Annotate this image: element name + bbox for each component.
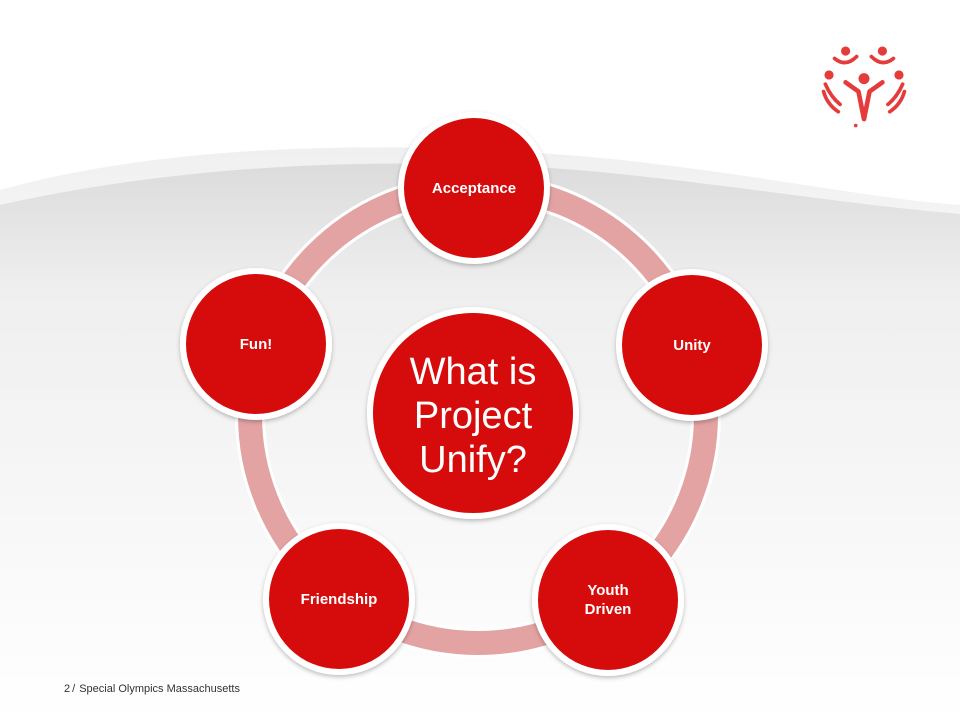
- node-unity: Unity: [616, 269, 768, 421]
- node-fun: Fun!: [180, 268, 332, 420]
- node-friendship: Friendship: [263, 523, 415, 675]
- center-node: What is Project Unify?: [367, 307, 579, 519]
- node-friendship-label: Friendship: [301, 591, 378, 608]
- special-olympics-logo-icon: [821, 46, 907, 128]
- node-unity-label: Unity: [673, 337, 711, 354]
- footer-separator: /: [72, 683, 76, 695]
- center-line-3: Unify?: [419, 439, 527, 481]
- node-youth-driven: Youth Driven: [532, 524, 684, 676]
- node-acceptance-label: Acceptance: [432, 180, 516, 197]
- footer: 2/Special Olympics Massachusetts: [64, 683, 240, 695]
- organization-name: Special Olympics Massachusetts: [79, 683, 240, 695]
- node-acceptance: Acceptance: [398, 112, 550, 264]
- center-line-2: Project: [414, 395, 533, 437]
- node-fun-label: Fun!: [240, 336, 272, 353]
- page-number: 2: [64, 683, 71, 695]
- center-line-1: What is: [410, 351, 537, 393]
- node-youth-driven-label-2: Driven: [585, 601, 632, 618]
- node-youth-driven-label-1: Youth: [587, 582, 628, 599]
